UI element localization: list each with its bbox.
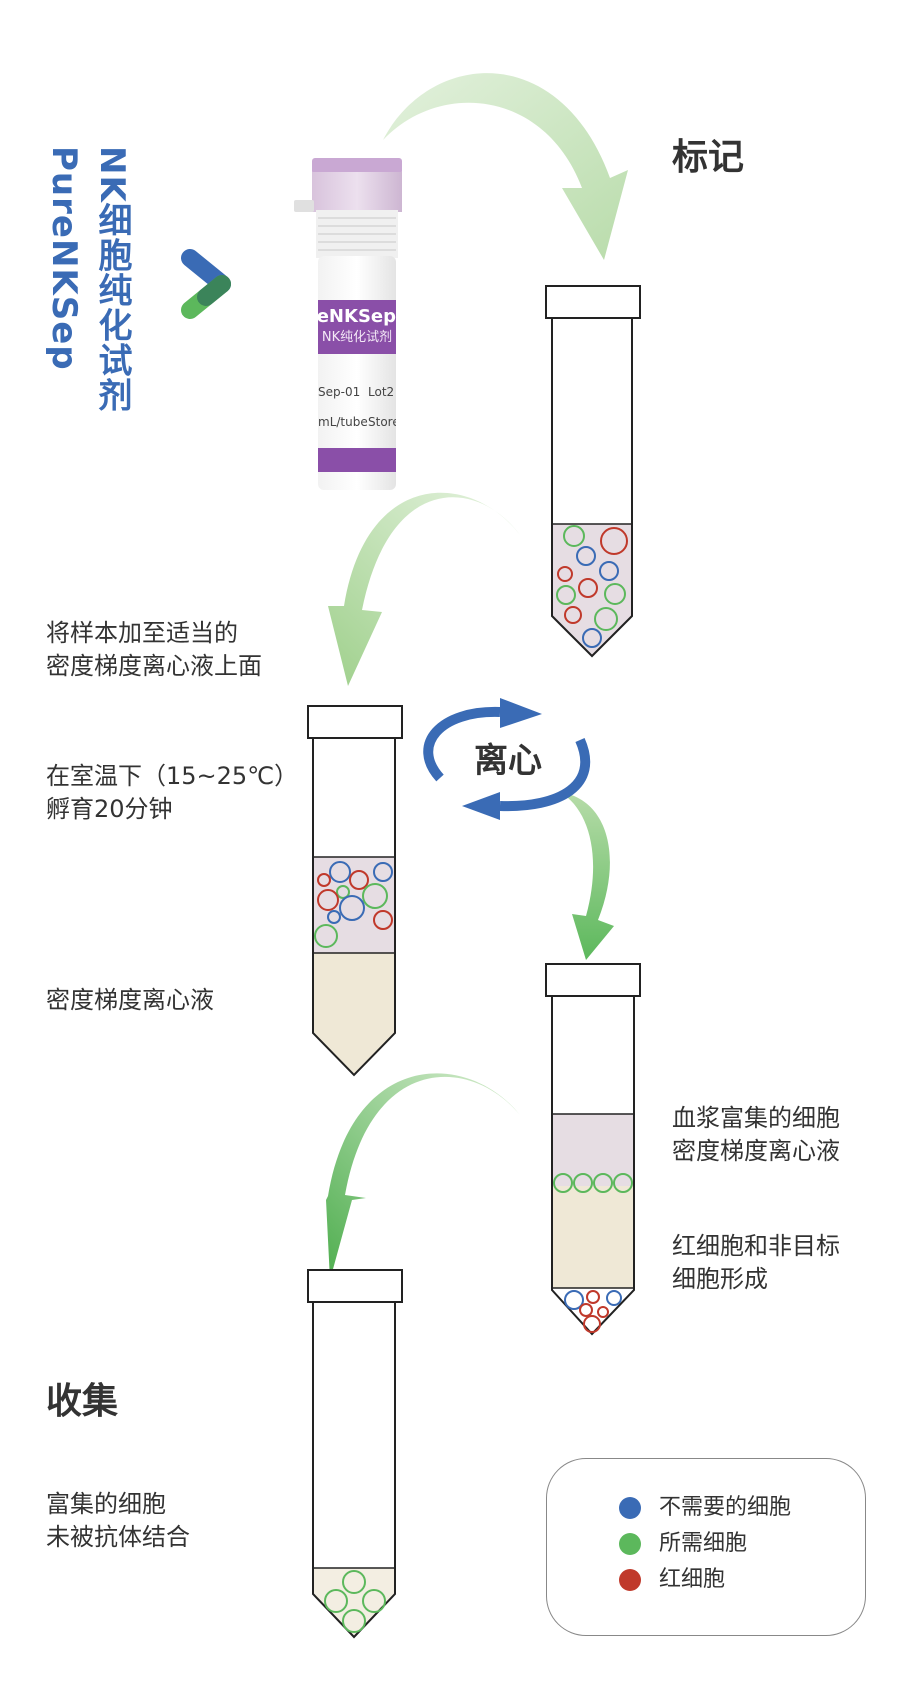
vial-label-product: NK纯化试剂 <box>321 330 393 345</box>
tube-centrifuged <box>545 963 641 1336</box>
plasma-enriched-text: 血浆富集的细胞 密度梯度离心液 <box>672 1104 840 1165</box>
rbc-pellet-text: 红细胞和非目标 细胞形成 <box>672 1232 840 1293</box>
step-add-sample-text: 将样本加至适当的 密度梯度离心液上面 <box>46 619 262 680</box>
green-dot-icon <box>619 1533 641 1555</box>
chevron-logo-icon <box>181 249 231 319</box>
step-label-title: 标记 <box>672 137 745 178</box>
vial-label-store: Store <box>368 415 396 429</box>
tube-labeling <box>545 285 641 658</box>
tube-sample-layered <box>307 705 403 1077</box>
blue-dot-icon <box>619 1497 641 1519</box>
legend: 不需要的细胞 所需细胞 红细胞 <box>546 1458 866 1636</box>
tube-collected <box>307 1269 403 1639</box>
step-incubate-text: 在室温下（15~25℃） 孵育20分钟 <box>46 762 299 823</box>
flow-arrow-3 <box>560 792 614 960</box>
flow-arrow-2 <box>328 492 520 686</box>
vial-label-code: Sep-01 <box>318 385 361 399</box>
flow-arrow-4 <box>326 1073 520 1280</box>
brand-name: PureNKSep <box>44 146 84 371</box>
vial-label-brand: ureNKSep <box>318 306 396 327</box>
brand-product: NK细胞纯化试剂 <box>92 146 132 413</box>
density-medium-label: 密度梯度离心液 <box>46 986 214 1014</box>
reagent-vial <box>294 158 402 490</box>
centrifuge-icon <box>423 698 591 820</box>
vial-label-lot: Lot2 <box>368 385 395 399</box>
step-collect-title: 收集 <box>46 1381 119 1422</box>
enriched-cells-text: 富集的细胞 未被抗体结合 <box>46 1490 190 1551</box>
flow-arrow-1 <box>383 73 628 260</box>
centrifuge-label: 离心 <box>474 741 542 781</box>
vial-label-volume: mL/tube <box>318 415 368 429</box>
red-dot-icon <box>619 1569 641 1591</box>
